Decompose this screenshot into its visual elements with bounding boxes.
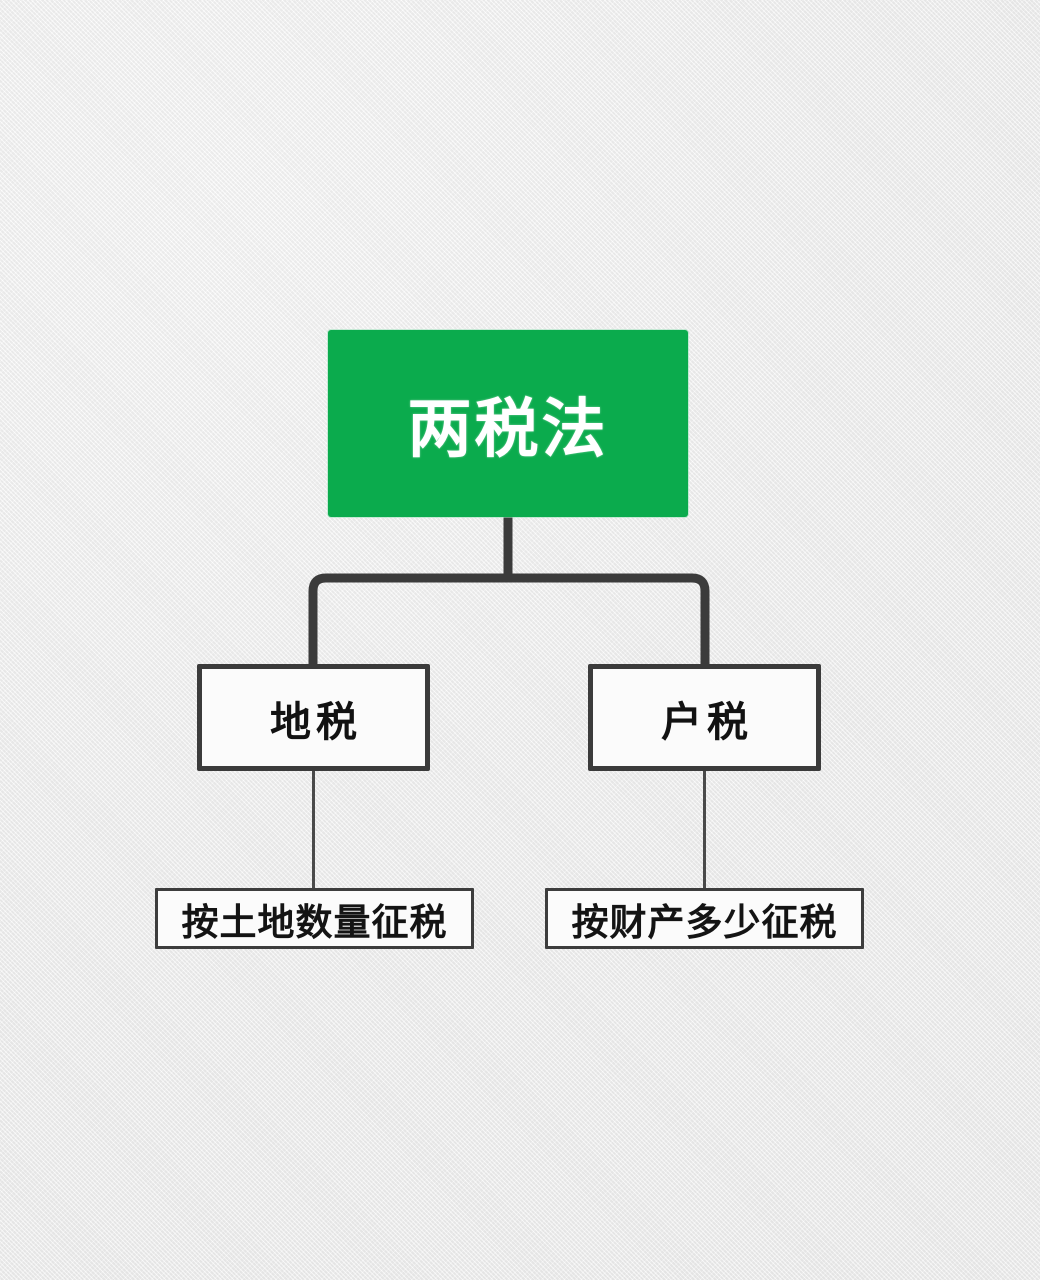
root-node[interactable]: 两税法 <box>328 330 688 517</box>
connector-root-to-branches <box>308 505 710 665</box>
leaf-node-household-tax-basis[interactable]: 按财产多少征税 <box>545 888 864 949</box>
branch-node-land-tax[interactable]: 地税 <box>197 664 430 771</box>
root-node-label: 两税法 <box>407 392 609 465</box>
connector-branch-right-to-leaf <box>703 766 706 892</box>
branch-node-household-tax-label: 户税 <box>661 698 753 745</box>
leaf-node-household-tax-basis-label: 按财产多少征税 <box>571 901 838 943</box>
branch-node-land-tax-label: 地税 <box>270 698 362 745</box>
leaf-node-land-tax-basis[interactable]: 按土地数量征税 <box>155 888 474 949</box>
branch-node-household-tax[interactable]: 户税 <box>588 664 821 771</box>
leaf-node-land-tax-basis-label: 按土地数量征税 <box>181 901 448 943</box>
connector-branch-left-to-leaf <box>312 766 315 892</box>
